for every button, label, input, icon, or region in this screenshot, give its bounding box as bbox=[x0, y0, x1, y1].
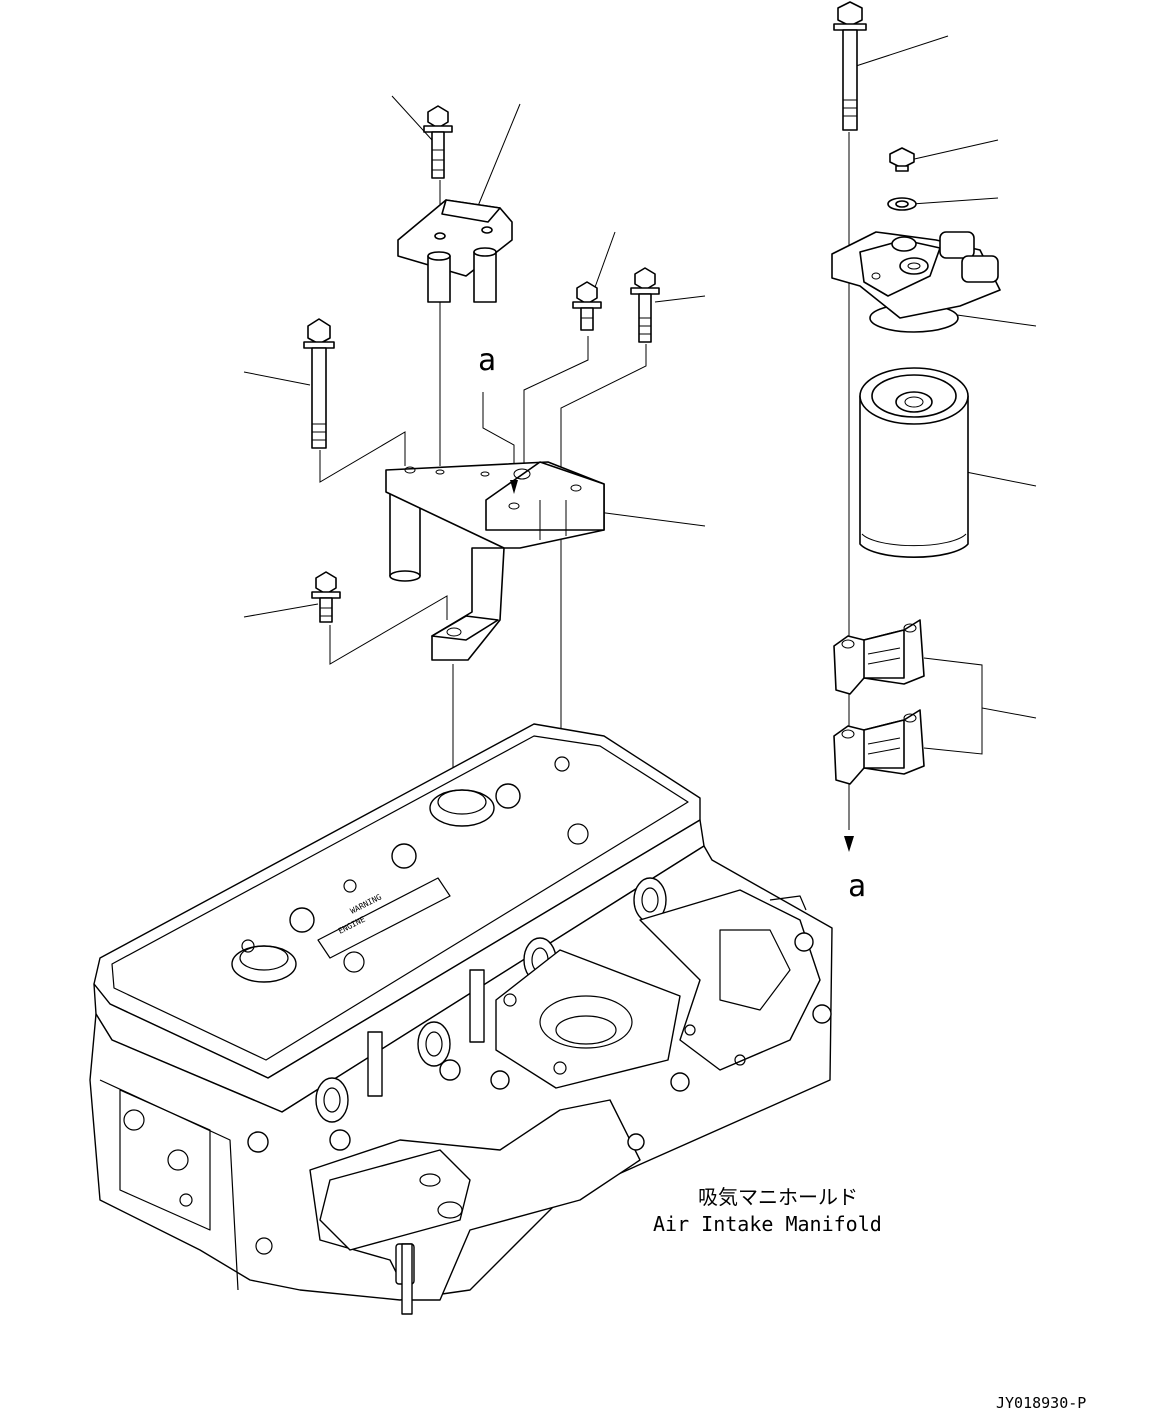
plug bbox=[889, 147, 915, 172]
clamp-upper bbox=[833, 619, 925, 695]
bolt-lower-left bbox=[311, 571, 341, 623]
filter-bracket bbox=[385, 461, 605, 661]
fuel-filter-cartridge bbox=[859, 367, 969, 559]
manifold-label-japanese: 吸気マニホールド bbox=[698, 1185, 858, 1209]
bolt-long-left bbox=[303, 318, 335, 449]
labels: a a 吸気マニホールド Air Intake Manifold JY01893… bbox=[478, 343, 1086, 1412]
ref-label-a-top: a bbox=[478, 343, 496, 378]
bolt-small-2 bbox=[630, 267, 660, 343]
filter-head bbox=[831, 231, 1001, 333]
manifold-label-english: Air Intake Manifold bbox=[653, 1212, 882, 1236]
washer bbox=[887, 197, 917, 211]
arrow-markers bbox=[510, 480, 854, 852]
clamp-lower bbox=[833, 709, 925, 785]
drawing-code: JY018930-P bbox=[996, 1394, 1086, 1412]
ref-label-a-bottom: a bbox=[848, 869, 866, 904]
bolt-small-1 bbox=[572, 281, 602, 331]
small-bracket bbox=[397, 199, 513, 303]
leader-lines bbox=[243, 35, 1037, 755]
air-intake-manifold bbox=[309, 889, 832, 1315]
bolt-long-right bbox=[833, 1, 867, 131]
bolt-bracket-top bbox=[423, 105, 453, 179]
